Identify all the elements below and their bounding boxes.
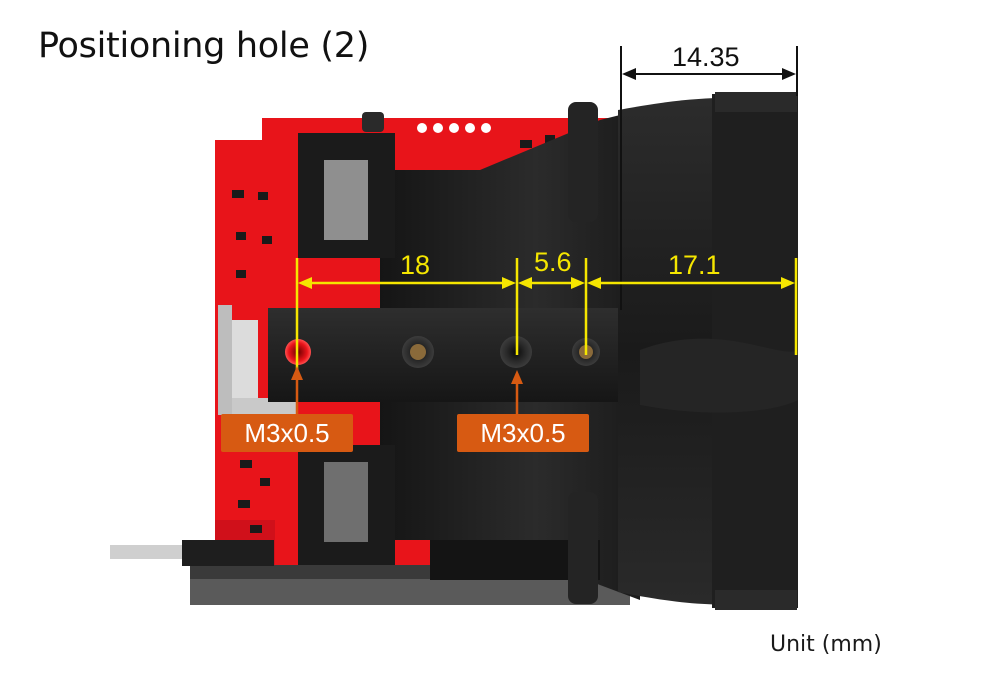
dimension-front-offset-label: 17.1 (668, 250, 721, 280)
thread-leader-arrows (291, 366, 523, 414)
screw-top-right (568, 102, 598, 222)
thread-label-hole-1: M3x0.5 (221, 414, 353, 452)
dimension-hole-spacing-1-label: 18 (400, 250, 430, 280)
positioning-bar (268, 308, 618, 402)
pcb-led-dots (417, 123, 491, 133)
unit-note: Unit (mm) (770, 632, 882, 657)
screw-bottom-right (568, 492, 598, 604)
side-connector (218, 305, 232, 415)
screw-head-top-left (362, 112, 384, 132)
front-lens-barrel (618, 92, 798, 610)
thread-label-hole-3: M3x0.5 (457, 414, 589, 452)
page-title: Positioning hole (2) (38, 26, 370, 66)
dimension-yellow-lines (295, 258, 798, 378)
mount-brackets (298, 102, 598, 604)
dimension-top-width (620, 46, 798, 310)
dimension-hole-spacing-2-label: 5.6 (534, 247, 572, 277)
dimension-top-width-label: 14.35 (672, 42, 740, 72)
